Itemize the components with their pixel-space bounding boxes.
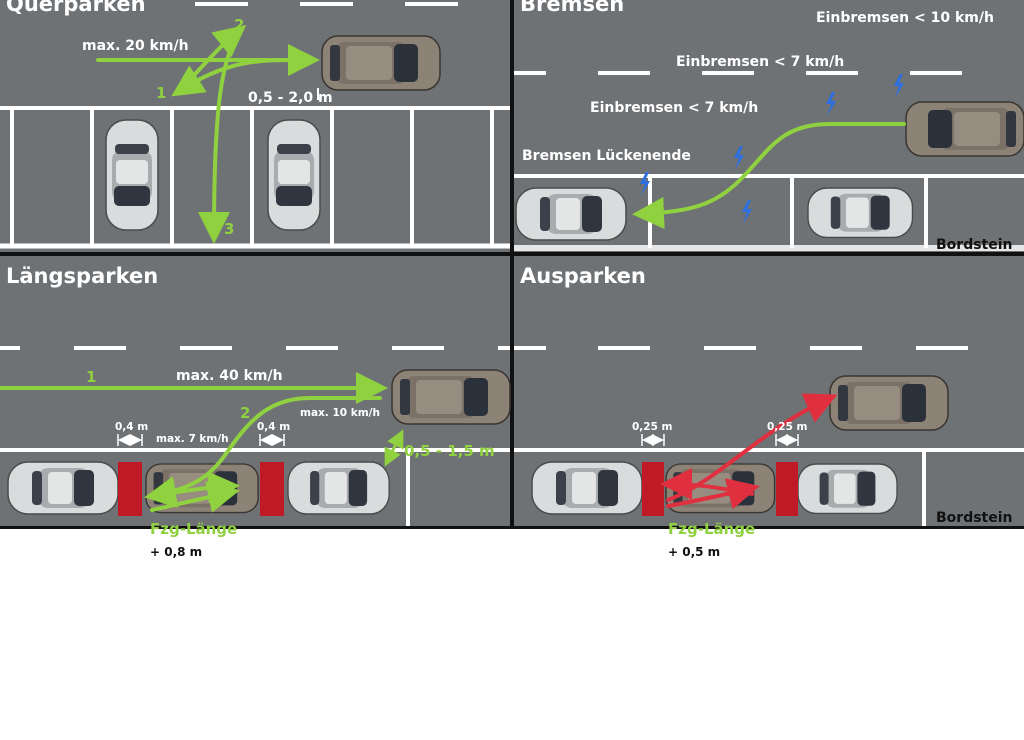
car-icon — [7, 461, 119, 515]
panel-bremsen: Bremsen Einbremsen < 10 km/h Einbremsen … — [514, 0, 1024, 253]
curb-label: Bordstein — [936, 237, 1013, 253]
divider-horizontal — [0, 252, 1024, 256]
car-icon — [287, 461, 390, 515]
step-1-label: 1 — [156, 84, 166, 102]
arrow-icon — [632, 122, 906, 230]
length-extra-label: + 0,8 m — [150, 545, 202, 559]
arrow-icon — [150, 481, 240, 513]
brake-label-3: Einbremsen < 7 km/h — [590, 100, 758, 116]
divider-bottom — [0, 526, 1024, 529]
barrier-left — [118, 462, 142, 516]
barrier-left — [642, 462, 664, 516]
distance-label: 0,5 - 1,5 m — [404, 442, 495, 460]
brake-label-2: Einbremsen < 7 km/h — [676, 54, 844, 70]
car-icon — [515, 187, 627, 241]
barrier-right — [776, 462, 798, 516]
panel-title: Längsparken — [6, 264, 158, 288]
car-icon — [807, 187, 914, 239]
car-icon — [905, 101, 1024, 157]
arrow-icon — [171, 57, 314, 97]
car-icon — [267, 119, 321, 231]
length-label: Fzg-Länge — [150, 520, 237, 538]
step-2-label: 2 — [240, 404, 250, 422]
step-3-label: 3 — [224, 220, 234, 238]
arrow-icon — [384, 429, 404, 467]
car-icon — [105, 119, 159, 231]
length-extra-label: + 0,5 m — [668, 545, 720, 559]
panel-ausparken: Ausparken 0,25 m 0,25 m Fzg-Länge + 0,5 … — [514, 264, 1024, 559]
panel-title: Querparken — [6, 0, 146, 16]
arrow-icon — [144, 396, 382, 508]
gap-right-label: 0,25 m — [767, 421, 808, 433]
car-icon — [531, 461, 643, 515]
gap-left-label: 0,25 m — [632, 421, 673, 433]
gap-left-label: 0,4 m — [115, 421, 148, 433]
curb-label: Bordstein — [936, 510, 1013, 526]
distance-label: 0,5 - 2,0 m — [248, 90, 333, 106]
step-2-label: 2 — [234, 16, 244, 34]
length-label: Fzg-Länge — [668, 520, 755, 538]
speed-label: max. 20 km/h — [82, 38, 189, 54]
panel-title: Ausparken — [520, 264, 646, 288]
arrow-icon — [660, 468, 754, 501]
car-icon — [321, 35, 441, 91]
speed-main-label: max. 40 km/h — [176, 368, 283, 384]
gap-right-label: 0,4 m — [257, 421, 290, 433]
arrow-icon — [666, 393, 838, 502]
step-1-label: 1 — [86, 368, 96, 386]
speed-reverse-label: max. 10 km/h — [300, 407, 380, 419]
divider-vertical — [510, 0, 514, 528]
panel-querparken: Querparken max. 20 km/h 0,5 - 2,0 m 1 2 … — [0, 0, 510, 249]
arrow-icon — [198, 28, 242, 244]
car-icon — [829, 375, 949, 431]
car-icon — [797, 463, 898, 515]
panel-laengsparken: Längsparken 1 2 max. 40 km/h max. 10 km/… — [0, 264, 511, 559]
speed-gap-label: max. 7 km/h — [156, 433, 229, 445]
arrow-icon — [176, 25, 247, 94]
panel-querparken-bg — [0, 0, 510, 252]
barrier-right — [260, 462, 284, 516]
brake-label-4: Bremsen Lückenende — [522, 148, 691, 164]
car-icon — [391, 369, 511, 425]
panel-title: Bremsen — [520, 0, 624, 16]
brake-label-1: Einbremsen < 10 km/h — [816, 10, 994, 26]
